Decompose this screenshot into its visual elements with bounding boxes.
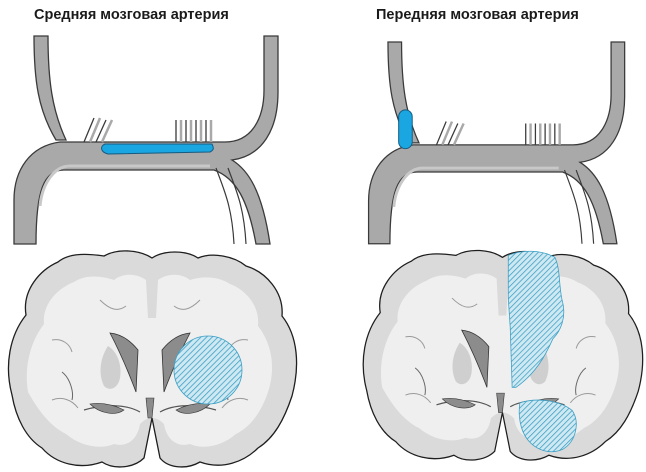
brain-coronal-section (363, 250, 642, 460)
occlusion-marker (102, 144, 214, 154)
infarct-region (174, 336, 242, 404)
anterior-cerebral-artery-panel (355, 0, 646, 472)
brain-coronal-section (8, 251, 296, 467)
artery-diagram (369, 42, 625, 244)
middle-cerebral-artery-panel (0, 0, 300, 472)
occlusion-marker (399, 110, 413, 149)
artery-diagram (14, 36, 278, 244)
